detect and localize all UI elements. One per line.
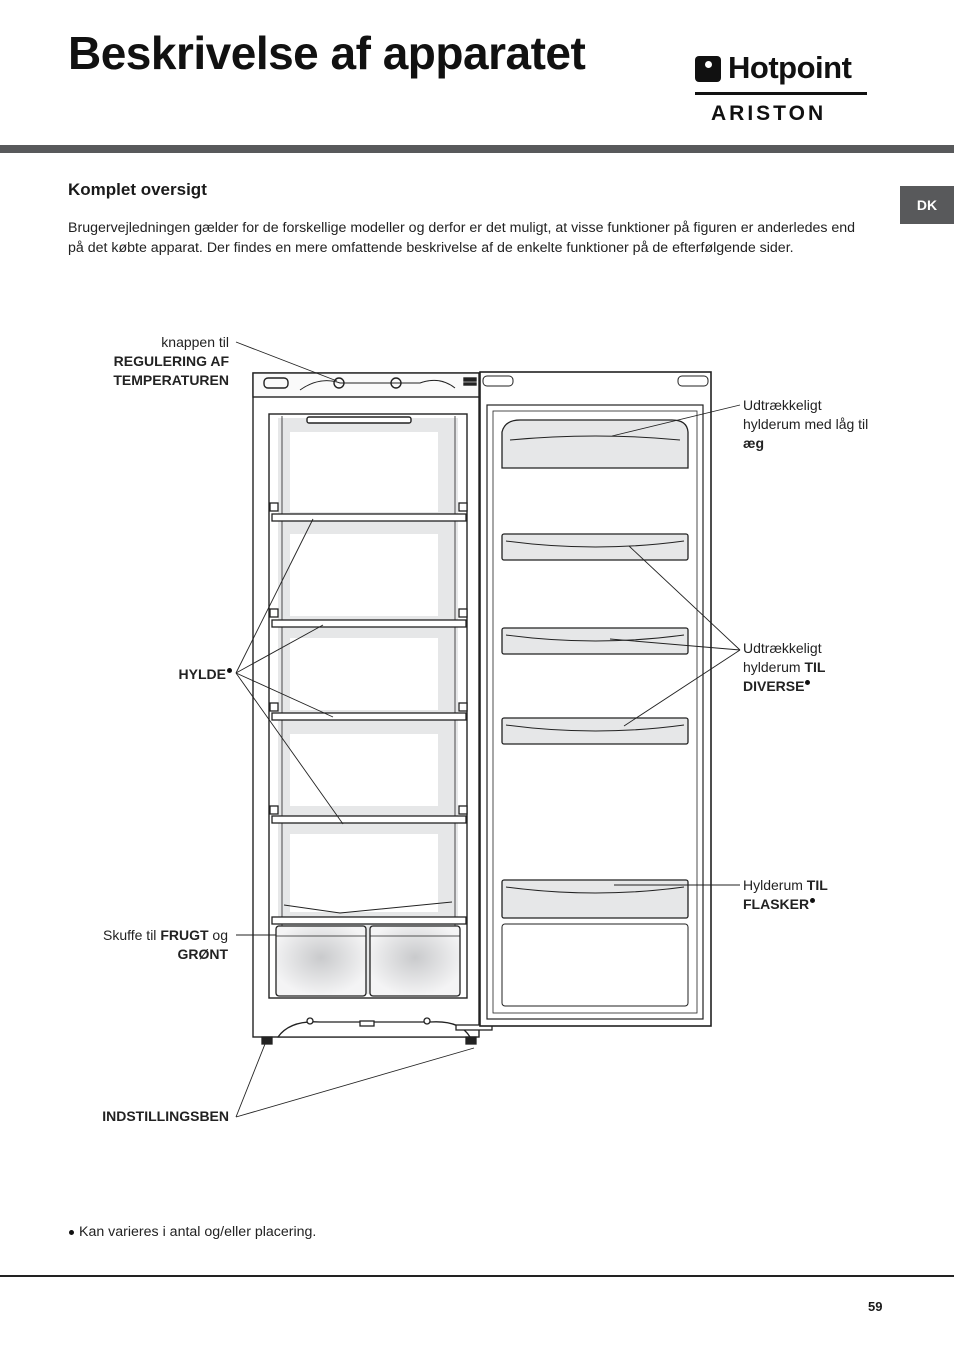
label-thermostat-line1: knappen til <box>161 334 229 350</box>
label-shelf: HYLDE <box>120 665 232 684</box>
label-bottle-bin: Hylderum TIL FLASKER <box>743 876 903 914</box>
intro-paragraph: Brugervejledningen gælder for de forskel… <box>68 220 856 256</box>
footnote: Kan varieres i antal og/eller placering. <box>68 1224 316 1240</box>
shelf-4 <box>271 815 467 824</box>
shelf-3 <box>271 712 467 721</box>
shelf-5 <box>271 916 467 925</box>
door-bins <box>501 419 689 1007</box>
footnote-text: Kan varieres i antal og/eller placering. <box>79 1224 317 1240</box>
logo-brand-top: Hotpoint <box>728 50 852 85</box>
label-egg-line1: Udtrækkeligt <box>743 397 822 413</box>
bullet-icon <box>227 668 232 674</box>
adjustable-foot-left <box>261 1036 273 1045</box>
bullet-icon <box>805 680 811 686</box>
thermostat-knob-icon <box>333 377 345 389</box>
label-thermostat: knappen til REGULERING AF TEMPERATUREN <box>90 333 229 390</box>
label-thermostat-line3: TEMPERATUREN <box>113 372 229 388</box>
label-feet: INDSTILLINGSBEN <box>60 1107 229 1126</box>
language-tab: DK <box>900 186 954 224</box>
bullet-icon <box>69 1229 74 1235</box>
label-egg-bin: Udtrækkeligt hylderum med låg til æg <box>743 396 903 453</box>
label-misc-line3: DIVERSE <box>743 678 805 694</box>
section-heading: Komplet oversigt <box>68 180 207 199</box>
label-crisper-veg: GRØNT <box>177 946 228 962</box>
label-feet-text: INDSTILLINGSBEN <box>102 1108 229 1124</box>
bottle-bin <box>501 879 689 919</box>
bullet-icon <box>810 898 816 904</box>
footer-rule <box>0 1275 954 1277</box>
label-egg-line3: æg <box>743 435 764 451</box>
label-crisper-mid: og <box>208 927 228 943</box>
crisper-drawers <box>275 925 461 997</box>
label-bottle-pre: Hylderum <box>743 877 807 893</box>
label-misc-bin: Udtrækkeligt hylderum TIL DIVERSE <box>743 639 903 696</box>
logo-mark-icon <box>695 56 721 82</box>
page-number: 59 <box>868 1299 883 1314</box>
leader-lines <box>235 341 741 1118</box>
adjustable-foot-right <box>465 1036 477 1045</box>
label-misc-line2-bold: TIL <box>804 659 826 675</box>
shelf-1 <box>271 513 467 522</box>
label-egg-line2: hylderum med låg til <box>743 416 869 432</box>
header-rule <box>0 145 954 153</box>
label-bottle-bold1: TIL <box>806 877 828 893</box>
page-title: Beskrivelse af apparatet <box>68 27 586 79</box>
base <box>261 1017 493 1045</box>
label-thermostat-line2: REGULERING AF <box>113 353 229 369</box>
logo-divider <box>695 92 867 95</box>
egg-bin <box>501 419 689 469</box>
label-misc-line1: Udtrækkeligt <box>743 640 822 656</box>
logo-brand-bottom: ARISTON <box>711 102 827 125</box>
label-crisper: Skuffe til FRUGT og GRØNT <box>60 926 228 964</box>
label-crisper-fruit: FRUGT <box>160 927 209 943</box>
shelf-2 <box>271 619 467 628</box>
label-crisper-pre: Skuffe til <box>102 927 161 943</box>
label-shelf-text: HYLDE <box>178 666 226 682</box>
shelves <box>269 502 468 925</box>
label-bottle-bold2: FLASKER <box>743 896 810 912</box>
label-misc-line2-pre: hylderum <box>743 659 805 675</box>
hotpoint-ariston-logo: Hotpoint ARISTON <box>692 50 872 126</box>
